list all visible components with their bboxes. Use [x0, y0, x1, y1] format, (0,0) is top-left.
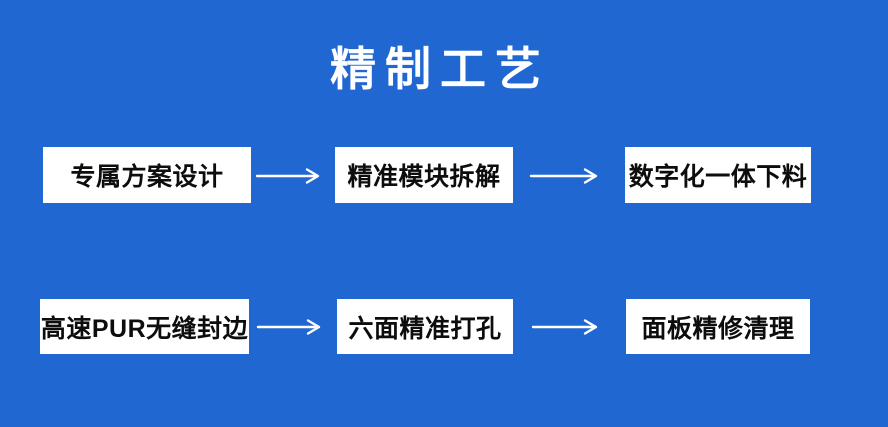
arrow-right-icon [256, 319, 321, 335]
flow-step-label: 精准模块拆解 [347, 163, 501, 191]
flow-step-label: 六面精准打孔 [348, 314, 502, 343]
flow-step-edge-banding: 高速PUR无缝封边 [40, 299, 249, 354]
arrow-right-icon [529, 168, 598, 184]
arrow-right-icon [531, 319, 598, 335]
flow-step-label: 面板精修清理 [641, 314, 795, 343]
flow-step-design: 专属方案设计 [43, 147, 251, 203]
flow-step-digital-cutting: 数字化一体下料 [625, 147, 811, 203]
flow-step-drilling: 六面精准打孔 [337, 299, 513, 354]
flow-step-module-split: 精准模块拆解 [335, 147, 513, 203]
flow-step-panel-finishing: 面板精修清理 [626, 299, 810, 354]
arrow-right-icon [255, 168, 320, 184]
flow-step-label: 数字化一体下料 [628, 163, 808, 191]
page-title: 精制工艺 [330, 43, 550, 95]
flow-step-label: 高速PUR无缝封边 [40, 314, 249, 343]
flow-step-label: 专属方案设计 [70, 163, 224, 191]
